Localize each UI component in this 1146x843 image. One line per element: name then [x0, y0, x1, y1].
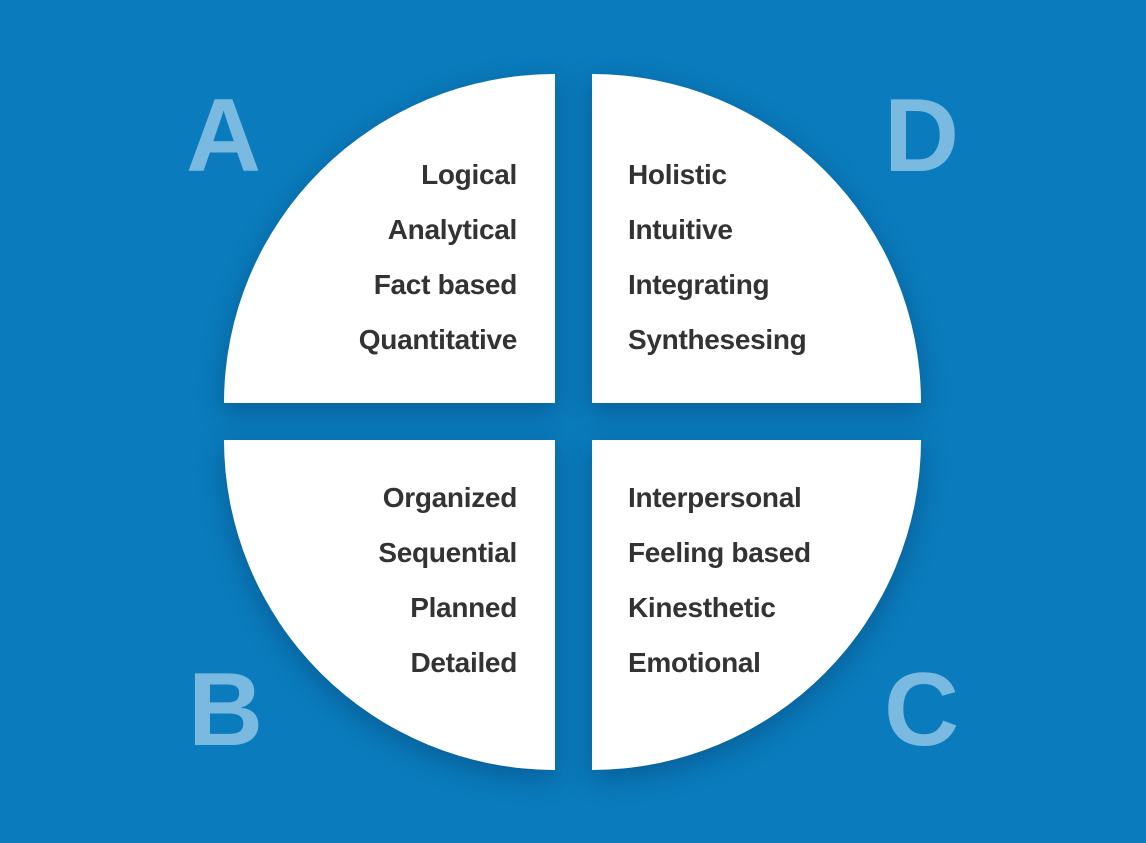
quadrant-b-list: Organized Sequential Planned Detailed — [378, 470, 517, 690]
quadrant-d: Holistic Intuitive Integrating Syntheses… — [592, 74, 921, 403]
quadrant-a-item: Analytical — [387, 214, 518, 245]
quadrant-letter-a: A — [186, 78, 262, 194]
quadrant-letter-d: D — [884, 78, 960, 194]
quadrant-c-item: Kinesthetic — [628, 592, 776, 623]
quadrant-b-item: Planned — [410, 592, 517, 623]
quadrant-d-list: Holistic Intuitive Integrating Syntheses… — [628, 147, 807, 367]
quadrant-d-item: Integrating — [628, 269, 770, 300]
quadrant-b: Organized Sequential Planned Detailed — [224, 440, 555, 770]
quadrant-a: Logical Analytical Fact based Quantitati… — [224, 74, 555, 403]
quadrant-d-item: Intuitive — [628, 214, 733, 245]
quadrant-a-list: Logical Analytical Fact based Quantitati… — [358, 147, 518, 367]
quadrant-b-item: Detailed — [410, 647, 517, 678]
quadrant-b-item: Organized — [382, 482, 518, 513]
quadrant-d-item: Synthesesing — [628, 324, 807, 355]
quadrant-d-item: Holistic — [628, 159, 727, 190]
quadrant-c-item: Feeling based — [628, 537, 811, 568]
quadrant-c-item: Interpersonal — [628, 482, 802, 513]
quadrant-c-item: Emotional — [628, 647, 761, 678]
quadrant-c: Interpersonal Feeling based Kinesthetic … — [592, 440, 921, 770]
quadrant-c-list: Interpersonal Feeling based Kinesthetic … — [628, 470, 811, 690]
quadrant-b-item: Sequential — [378, 537, 517, 568]
quadrant-letter-c: C — [884, 652, 960, 768]
quadrant-a-item: Quantitative — [358, 324, 518, 355]
quadrant-a-item: Logical — [421, 159, 517, 190]
quadrant-letter-b: B — [188, 652, 264, 768]
quadrant-a-item: Fact based — [373, 269, 518, 300]
